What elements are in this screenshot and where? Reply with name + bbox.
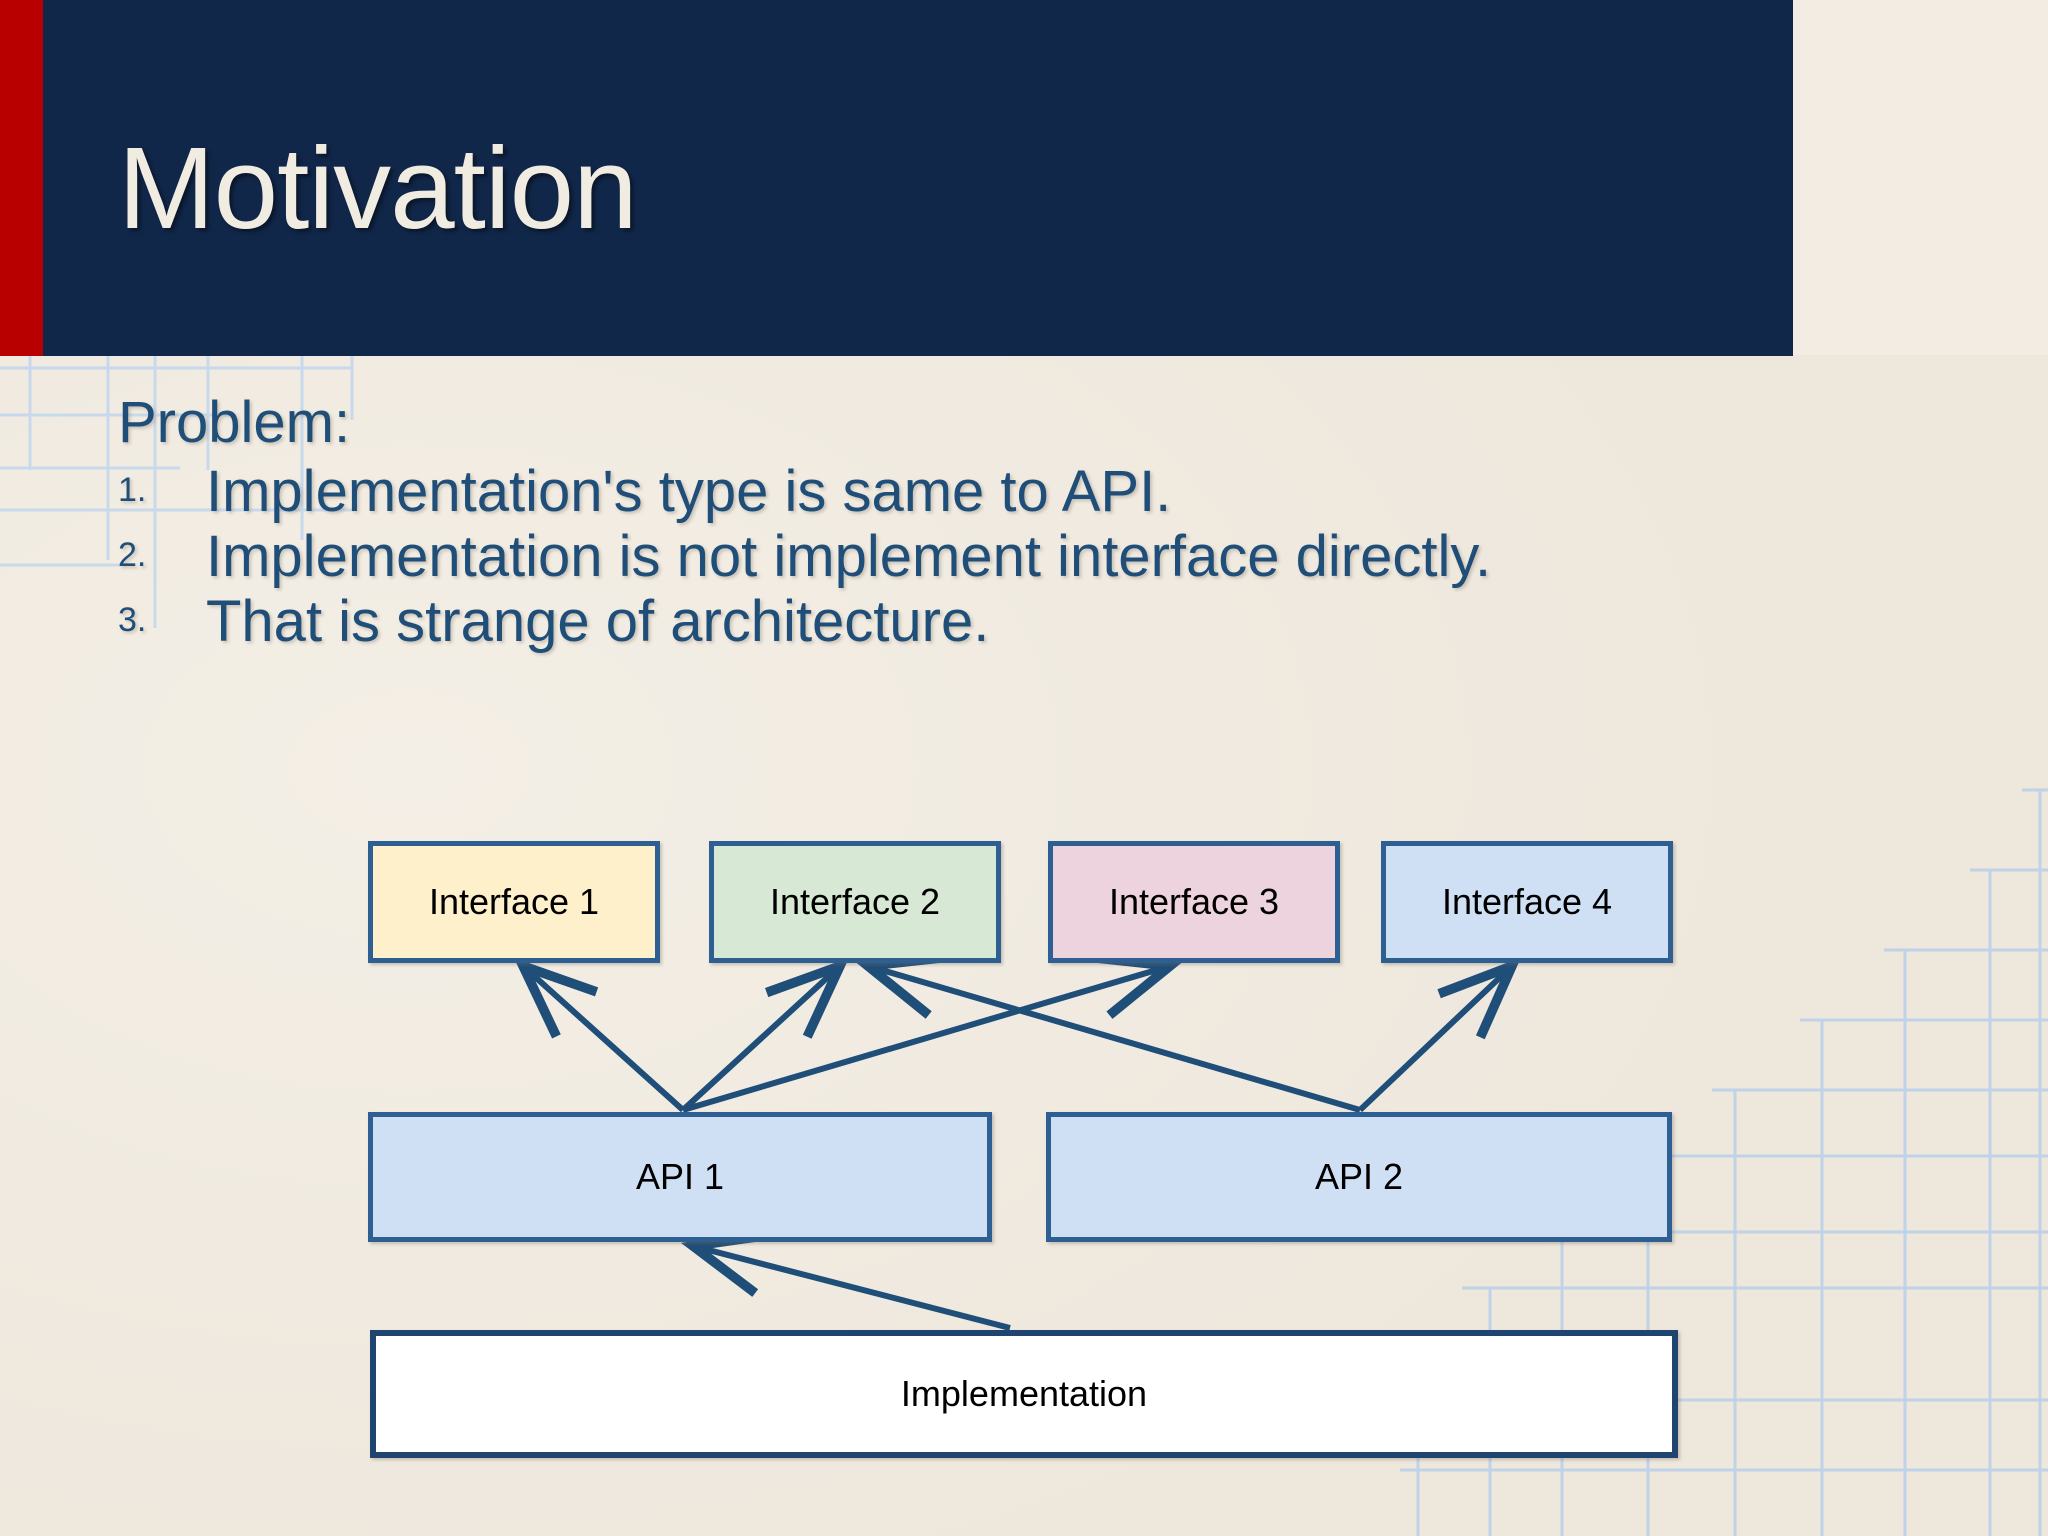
title-bar [0, 0, 1793, 356]
diagram-node-label: API 2 [1314, 1156, 1404, 1197]
problem-heading: Problem: [118, 390, 351, 455]
diagram-node-label: API 1 [635, 1156, 725, 1197]
list-item: That is strange of architecture. [118, 589, 990, 655]
diagram-node-interface1: Interface 1 [368, 841, 660, 963]
problem-list: Implementation's type is same to API. Im… [118, 460, 1491, 654]
diagram-node-label: Interface 2 [769, 881, 941, 922]
diagram-node-label: Interface 4 [1441, 881, 1613, 922]
diagram-node-implementation: Implementation [370, 1330, 1678, 1458]
diagram-node-label: Interface 3 [1108, 881, 1280, 922]
diagram-node-interface3: Interface 3 [1048, 841, 1340, 963]
page-title: Motivation [118, 123, 638, 253]
problem-statement-block: Problem: Implementation's type is same t… [118, 390, 1491, 656]
list-item: Implementation's type is same to API. [118, 459, 1172, 525]
diagram-node-api2: API 2 [1046, 1112, 1672, 1242]
diagram-node-label: Implementation [900, 1373, 1148, 1414]
diagram-node-api1: API 1 [368, 1112, 992, 1242]
diagram-node-interface2: Interface 2 [709, 841, 1001, 963]
diagram-node-interface4: Interface 4 [1381, 841, 1673, 963]
list-item: Implementation is not implement interfac… [118, 524, 1492, 590]
red-accent-stripe [0, 0, 43, 356]
diagram-node-label: Interface 1 [428, 881, 600, 922]
